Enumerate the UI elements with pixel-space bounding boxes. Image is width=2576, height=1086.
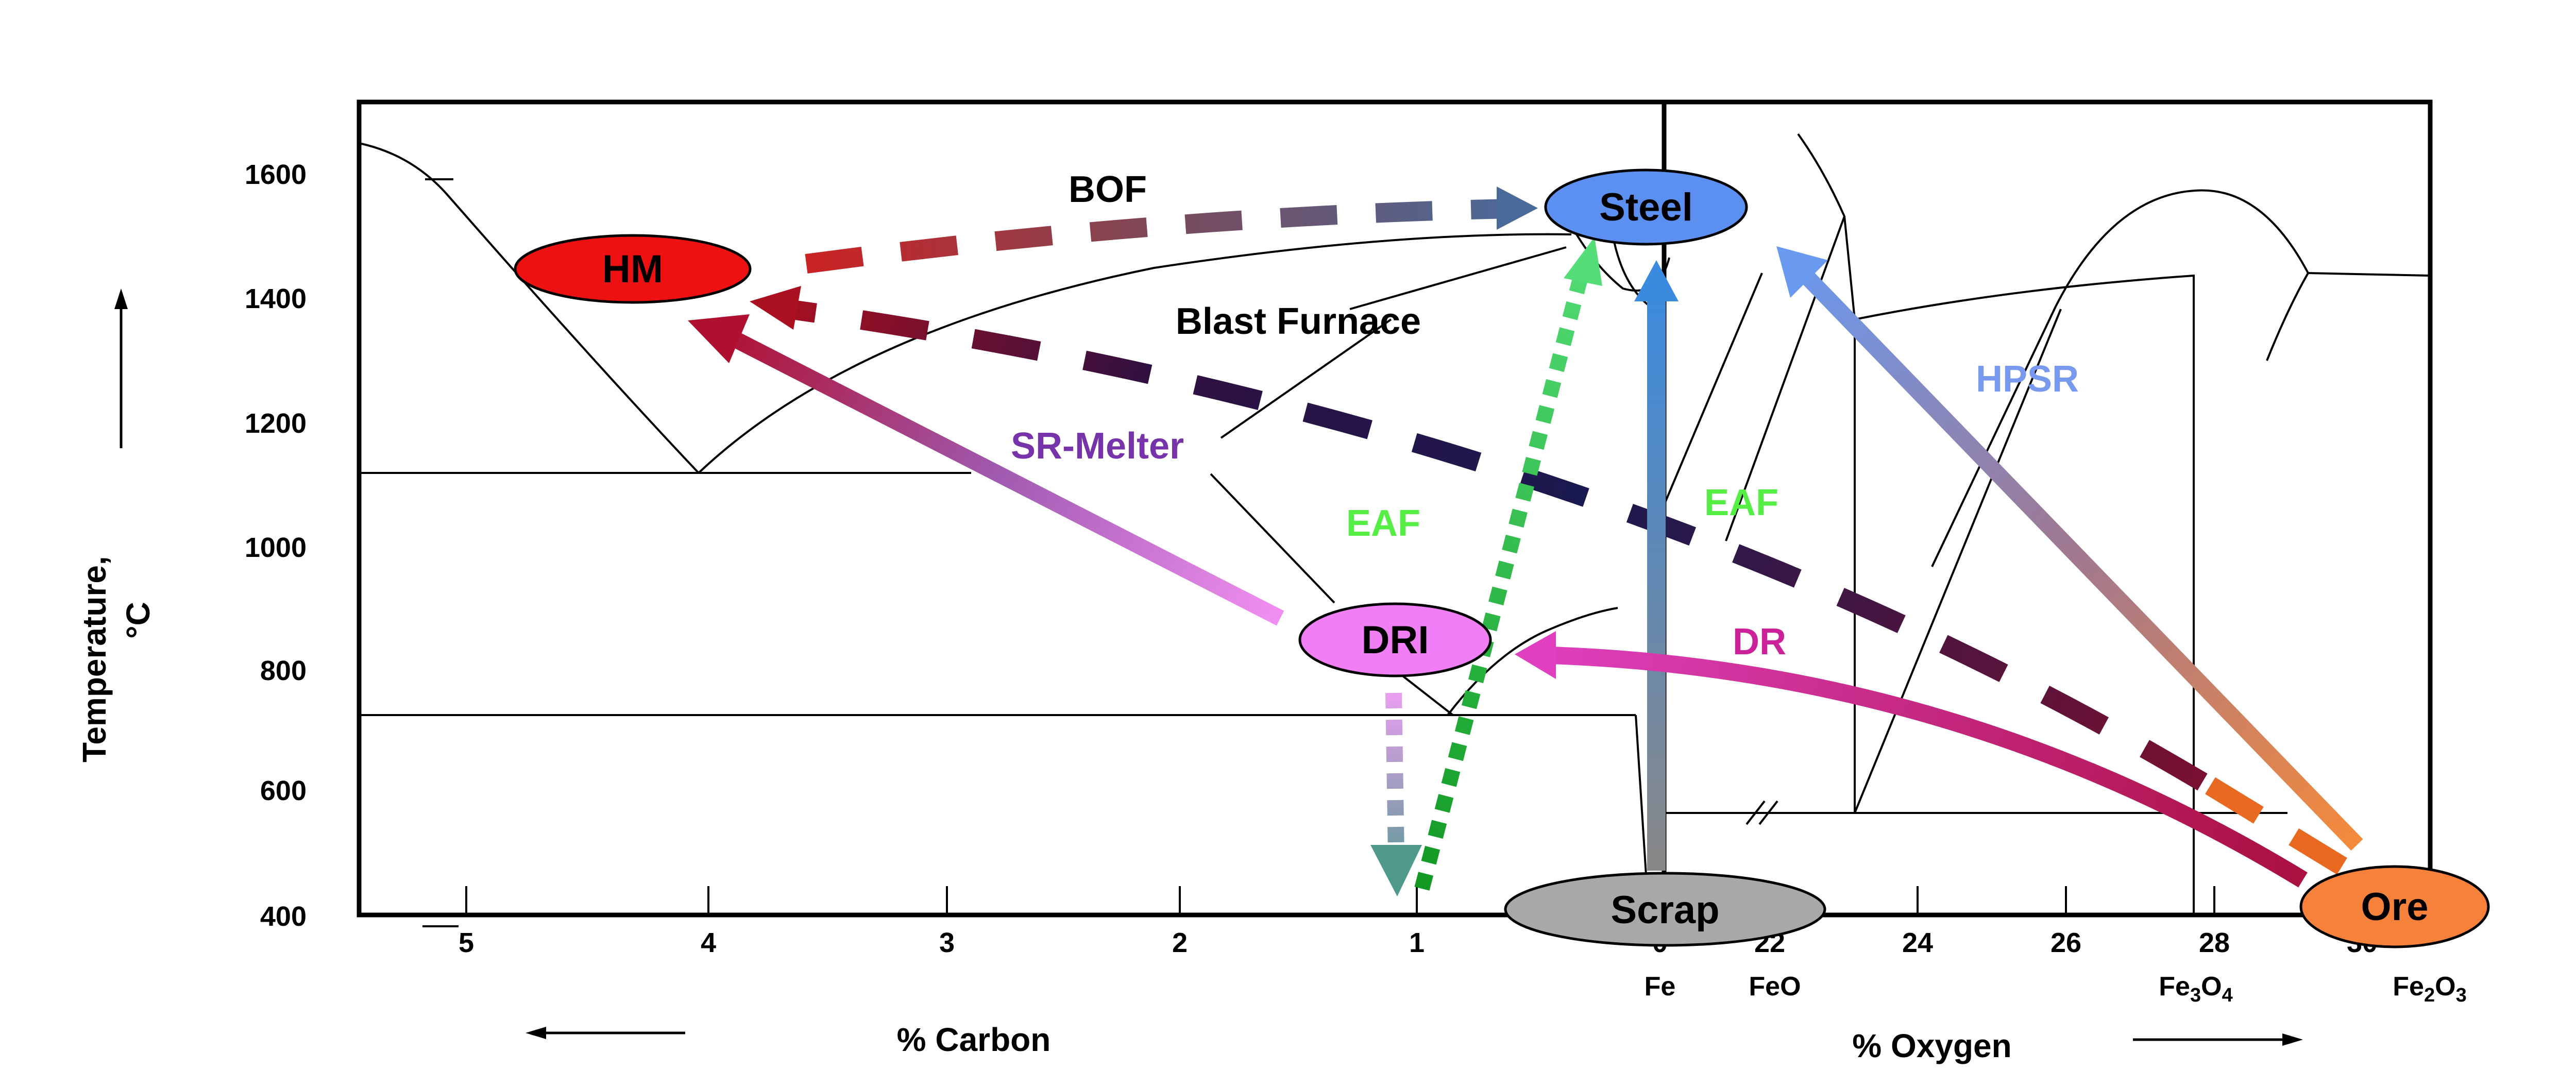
dr-label: DR bbox=[1733, 621, 1786, 663]
phase-labels: Fe FeO Fe3O4 Fe2O3 bbox=[1645, 972, 2467, 1006]
blast-furnace-label: Blast Furnace bbox=[1176, 301, 1421, 342]
carbon-tick-3: 3 bbox=[939, 927, 955, 958]
node-scrap-label: Scrap bbox=[1611, 888, 1719, 932]
delta-curve bbox=[1612, 234, 1655, 310]
scrap-eaf-arrowhead bbox=[1634, 260, 1679, 301]
hpsr-arrow bbox=[1802, 272, 2363, 851]
blast-furnace-arrowhead bbox=[750, 286, 801, 330]
dr-arrowhead bbox=[1515, 631, 1556, 679]
node-dri-label: DRI bbox=[1362, 618, 1429, 662]
carbon-tick-marks bbox=[465, 886, 1418, 915]
sr-label-line bbox=[1210, 473, 1335, 604]
slash-mark-b bbox=[1758, 800, 1778, 825]
node-steel-label: Steel bbox=[1599, 185, 1693, 229]
oxygen-tick-24: 24 bbox=[1902, 927, 1933, 958]
y-axis-arrow bbox=[114, 289, 128, 448]
blast-furnace-arrow bbox=[787, 299, 2208, 791]
oxygen-diag-d bbox=[1725, 216, 1845, 541]
magnetite-dome bbox=[1854, 189, 2309, 320]
oxygen-axis-title: % Oxygen bbox=[1852, 1027, 2011, 1064]
hpsr-arrowhead bbox=[1776, 246, 1828, 298]
eaf-green-arrow bbox=[1414, 271, 1589, 891]
plot-frame bbox=[357, 99, 2433, 918]
dri-down-arrowhead bbox=[1370, 845, 1422, 896]
y-axis-title: Temperature, °C bbox=[76, 556, 157, 762]
dr-arrow bbox=[1550, 647, 2308, 888]
phase-fe: Fe bbox=[1645, 972, 1676, 1002]
eaf-left-label: EAF bbox=[1346, 503, 1420, 544]
austenite-boundary bbox=[1447, 607, 1618, 716]
node-ore-label: Ore bbox=[2361, 885, 2429, 929]
liquidus-right bbox=[698, 233, 1572, 474]
phase-feo: FeO bbox=[1749, 972, 1801, 1002]
carbon-tick-5: 5 bbox=[459, 927, 474, 958]
oxygen-diag-b bbox=[1931, 306, 2057, 567]
sr-melter-arrow bbox=[727, 330, 1284, 626]
blast-furnace-tail bbox=[2205, 777, 2354, 879]
route-arrows bbox=[688, 186, 2363, 896]
bof-arrow bbox=[805, 199, 1510, 274]
liquidus-left bbox=[359, 142, 700, 474]
oxygen-tick-28: 28 bbox=[2199, 927, 2230, 958]
y-axis-title-line2: °C bbox=[120, 602, 157, 639]
oxygen-diag-c bbox=[1663, 273, 1763, 505]
dri-down-arrow bbox=[1385, 692, 1404, 856]
oxygen-tick-26: 26 bbox=[2050, 927, 2081, 958]
y-axis-ticks: 1600 1400 1200 1000 800 600 400 bbox=[245, 159, 307, 932]
carbon-tick-4: 4 bbox=[701, 927, 716, 958]
y-tick-600: 600 bbox=[260, 775, 307, 806]
carbon-tick-2: 2 bbox=[1172, 927, 1188, 958]
y-tick-1400: 1400 bbox=[245, 283, 307, 314]
node-scrap: Scrap bbox=[1504, 872, 1826, 947]
oxygen-diag-a bbox=[1854, 309, 2062, 813]
phase-fe2o3: Fe2O3 bbox=[2393, 972, 2466, 1006]
route-labels: BOF Blast Furnace SR-Melter EAF EAF HPSR… bbox=[1011, 169, 2079, 663]
node-hm: HM bbox=[514, 234, 752, 304]
bf-label-line2 bbox=[1349, 246, 1567, 310]
carbon-ticks: 5 4 3 2 1 bbox=[459, 927, 1425, 958]
dri-label-line bbox=[1400, 674, 1454, 716]
y-axis-title-line1: Temperature, bbox=[76, 556, 113, 762]
bof-label: BOF bbox=[1069, 169, 1147, 210]
sr-melter-label: SR-Melter bbox=[1011, 426, 1184, 467]
oxide-liquid-line bbox=[2308, 272, 2431, 277]
bof-arrowhead bbox=[1497, 186, 1538, 230]
carbon-axis-arrow bbox=[526, 1027, 685, 1039]
carbon-tick-1: 1 bbox=[1409, 927, 1425, 958]
oxygen-axis-arrow bbox=[2133, 1033, 2303, 1046]
sr-melter-arrowhead bbox=[688, 314, 750, 363]
bf-label-line1 bbox=[1220, 318, 1392, 439]
y-tick-800: 800 bbox=[260, 655, 307, 686]
eaf-right-label: EAF bbox=[1704, 482, 1778, 523]
feo-liquidus bbox=[1797, 133, 1856, 320]
node-hm-label: HM bbox=[602, 247, 663, 291]
phase-fe3o4: Fe3O4 bbox=[2159, 972, 2232, 1006]
y-tick-400: 400 bbox=[260, 901, 307, 932]
oxygen-tick-marks bbox=[1917, 886, 2215, 915]
y-tick-1200: 1200 bbox=[245, 408, 307, 439]
node-ore: Ore bbox=[2299, 865, 2490, 948]
y-tick-1000: 1000 bbox=[245, 532, 307, 563]
carbon-axis-title: % Carbon bbox=[897, 1021, 1051, 1058]
slash-mark-a bbox=[1745, 800, 1766, 825]
node-steel: Steel bbox=[1544, 168, 1748, 246]
y-tick-1600: 1600 bbox=[245, 159, 307, 190]
eaf-green-arrowhead bbox=[1564, 237, 1602, 286]
hematite-curve bbox=[2266, 273, 2309, 361]
node-dri: DRI bbox=[1298, 602, 1492, 677]
hpsr-label: HPSR bbox=[1976, 359, 2079, 400]
